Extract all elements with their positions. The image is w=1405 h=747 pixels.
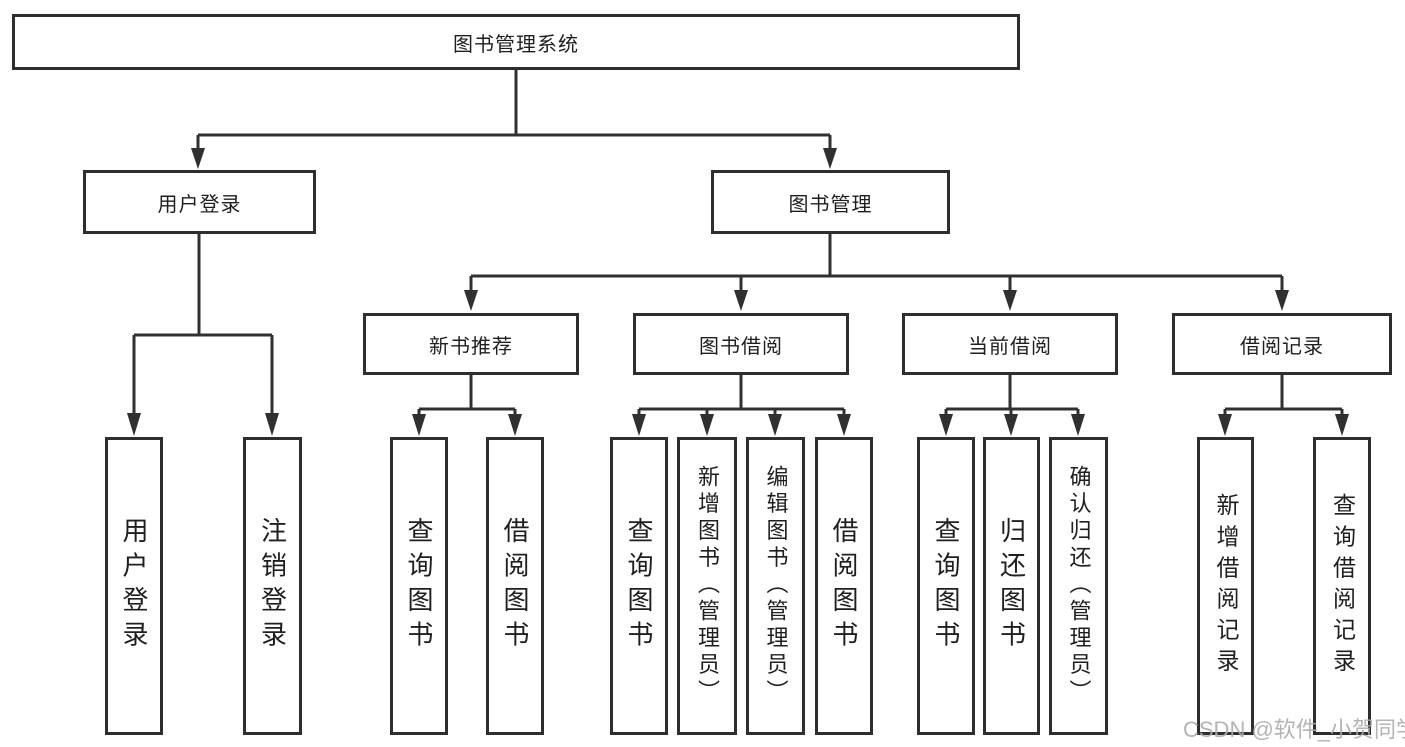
csdn-watermark: CSDN @软件_小贺同学 (1183, 717, 1405, 742)
leaf-query-book-recommend: 查询图书 (390, 437, 448, 735)
leaf-add-borrow-record: 新增借阅记录 (1197, 437, 1254, 735)
leaf-confirm-return-admin: 确认归还（管理员） (1049, 437, 1108, 735)
leaf-label: 编辑图书（管理员） (763, 465, 789, 707)
connector-borrowing-records-children (1218, 375, 1349, 436)
leaf-label: 借阅图书 (829, 516, 859, 656)
leaf-label: 用户登录 (119, 516, 149, 656)
leaf-query-book-current: 查询图书 (917, 437, 975, 735)
leaf-query-borrow-record: 查询借阅记录 (1313, 437, 1371, 735)
node-book-management: 图书管理 (711, 170, 950, 234)
leaf-query-book-borrowing: 查询图书 (610, 437, 668, 735)
node-label: 借阅记录 (1240, 335, 1324, 358)
leaf-edit-book-admin: 编辑图书（管理员） (746, 437, 805, 735)
connector-root-to-level1 (191, 69, 837, 169)
node-label: 新书推荐 (429, 335, 513, 358)
leaf-label: 新增借阅记录 (1213, 492, 1239, 680)
connector-new-book-children (412, 375, 522, 436)
leaf-borrow-book-recommend: 借阅图书 (486, 437, 544, 735)
node-library-management-system: 图书管理系统 (12, 14, 1020, 70)
leaf-label: 查询图书 (624, 516, 654, 656)
leaf-add-book-admin: 新增图书（管理员） (677, 437, 737, 735)
connector-user-login-children (127, 233, 279, 436)
leaf-return-book: 归还图书 (983, 437, 1040, 735)
leaf-label: 新增图书（管理员） (695, 465, 720, 707)
leaf-label: 查询图书 (931, 516, 961, 656)
leaf-label: 注销登录 (257, 516, 288, 656)
leaf-label: 确认归还（管理员） (1066, 465, 1092, 707)
leaf-label: 借阅图书 (500, 516, 530, 656)
node-user-login: 用户登录 (83, 170, 316, 234)
connector-current-borrowing-children (939, 375, 1085, 436)
leaf-logout: 注销登录 (243, 437, 302, 735)
node-label: 用户登录 (157, 193, 242, 216)
node-label: 图书借阅 (699, 335, 783, 358)
connector-book-borrowing-children (632, 375, 851, 436)
node-label: 图书管理 (788, 193, 873, 216)
node-book-borrowing: 图书借阅 (633, 313, 849, 375)
connector-book-mgmt-to-level2 (464, 233, 1289, 311)
leaf-user-login: 用户登录 (105, 437, 163, 735)
node-new-book-recommend: 新书推荐 (363, 313, 579, 375)
leaf-borrow-book-borrowing: 借阅图书 (815, 437, 873, 735)
node-borrowing-records: 借阅记录 (1172, 313, 1392, 375)
leaf-label: 归还图书 (996, 516, 1027, 656)
leaf-label: 查询图书 (404, 516, 434, 656)
node-label: 当前借阅 (968, 335, 1052, 358)
node-current-borrowing: 当前借阅 (902, 313, 1118, 375)
leaf-label: 查询借阅记录 (1329, 492, 1356, 680)
node-label: 图书管理系统 (453, 33, 579, 56)
